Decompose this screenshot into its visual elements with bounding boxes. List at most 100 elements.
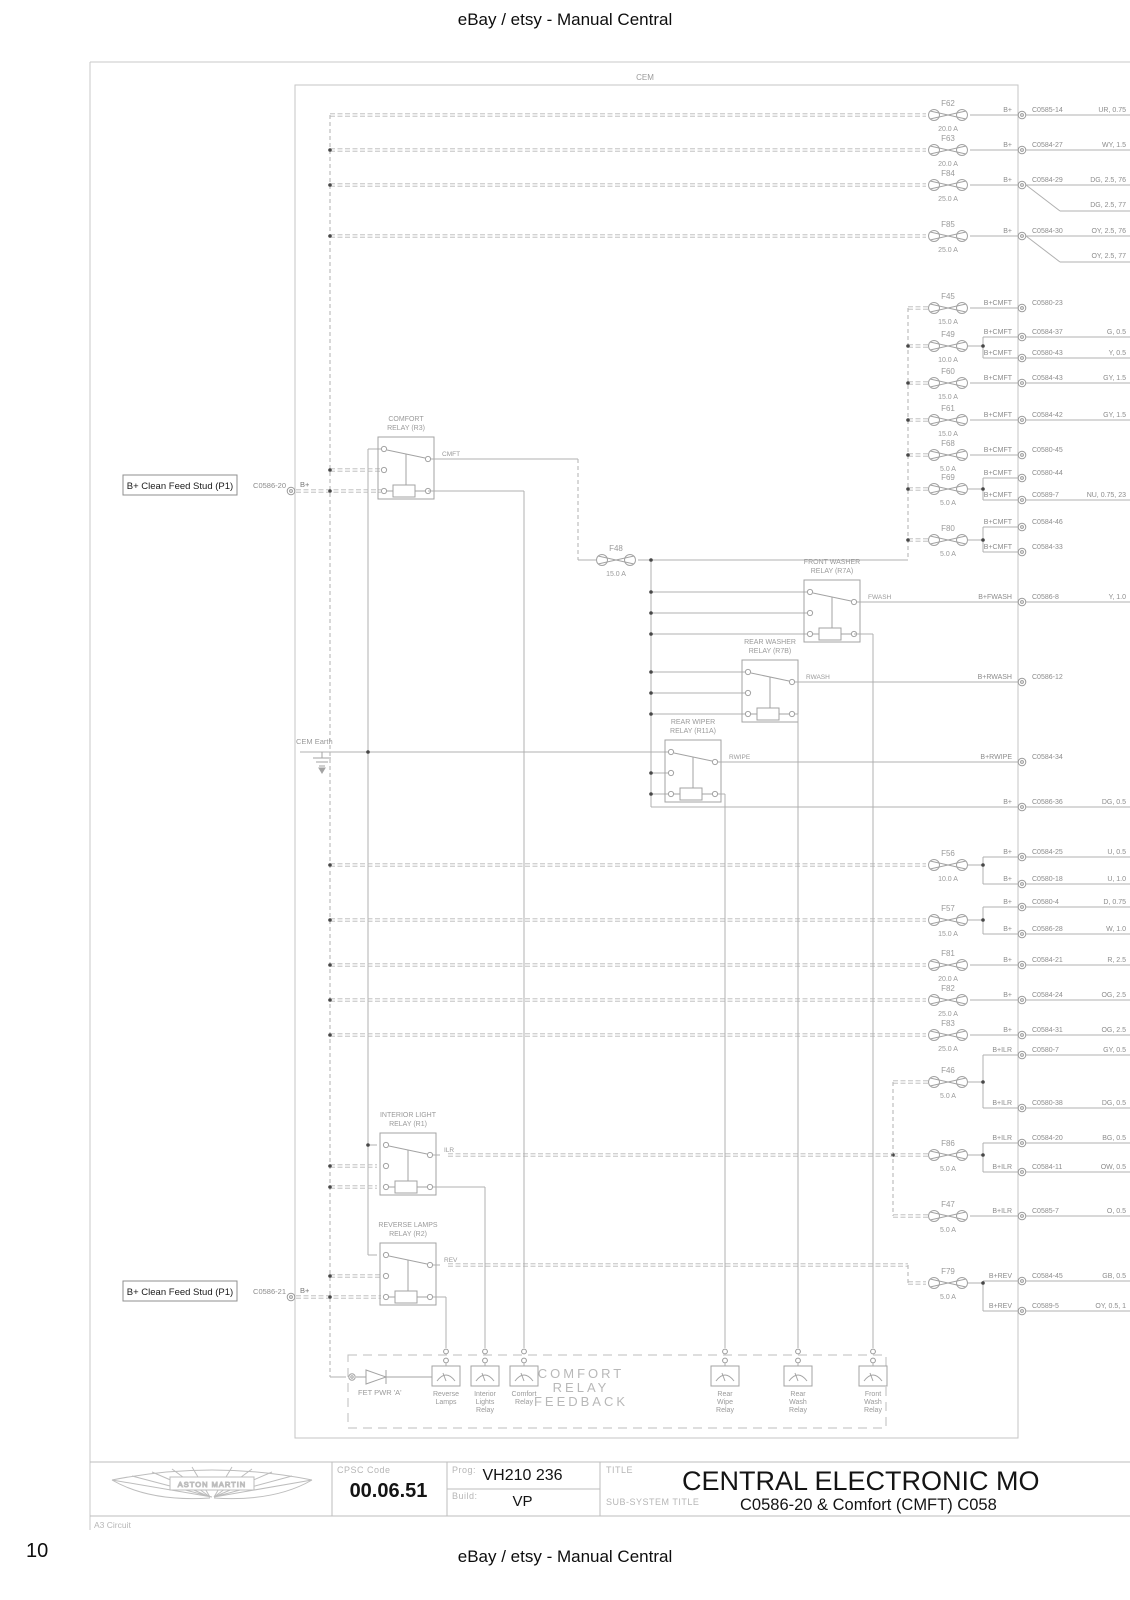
relay-output-label: FWASH <box>868 594 892 601</box>
fuse-name: F84 <box>941 169 955 178</box>
connector-icon <box>1017 450 1027 460</box>
gauge-icon <box>442 1372 447 1382</box>
connector-icon <box>1017 303 1027 313</box>
feed-terminal-label: B+ <box>300 1286 310 1295</box>
fuse-icon <box>929 995 967 1005</box>
feedback-box-label: Comfort <box>512 1391 537 1398</box>
junction-dot <box>328 234 332 238</box>
feedback-box-label: Lights <box>476 1399 495 1406</box>
connector-icon <box>1020 418 1024 422</box>
connector-icon <box>1020 498 1024 502</box>
connector-icon <box>1017 960 1027 970</box>
relay-pin <box>806 609 814 617</box>
wire-spec: OY, 2.5, 77 <box>1091 253 1126 260</box>
junction-dot <box>981 538 985 542</box>
drawing-title: CENTRAL ELECTRONIC MO <box>682 1466 1040 1496</box>
relay-title: REVERSE LAMPS <box>378 1222 437 1229</box>
connector-code: C0586-36 <box>1032 799 1063 806</box>
signal-label: B+ILR <box>992 1208 1012 1215</box>
fuse-rating: 5.0 A <box>940 1093 956 1100</box>
cem-label: CEM <box>636 73 654 82</box>
wire-spec: NU, 0.75, 23 <box>1087 492 1126 499</box>
connector-code: C0580-45 <box>1032 447 1063 454</box>
relay-pin <box>806 630 814 638</box>
connector-icon <box>1017 1030 1027 1040</box>
wire-spec: UR, 0.75 <box>1098 107 1126 114</box>
gauge-icon <box>869 1372 874 1382</box>
signal-label: B+ILR <box>992 1100 1012 1107</box>
fuse-rating: 5.0 A <box>940 1166 956 1173</box>
sheet-size-label: A3 Circuit <box>94 1520 131 1530</box>
connector-code: C0585-14 <box>1032 107 1063 114</box>
connector-icon <box>1017 110 1027 120</box>
wire-spec: G, 0.5 <box>1107 329 1126 336</box>
junction-dot <box>328 1185 332 1189</box>
junction-dot <box>649 712 653 716</box>
connector-icon <box>1020 306 1024 310</box>
feed-entry-1: B+ Clean Feed Stud (P1) C0586-20 B+ <box>122 474 310 496</box>
signal-label: B+REV <box>989 1273 1012 1280</box>
junction-dot <box>649 670 653 674</box>
relay-title: RELAY (R1) <box>389 1121 427 1128</box>
junction-dot <box>906 344 910 348</box>
feed-entry-2: B+ Clean Feed Stud (P1) C0586-21 B+ <box>122 1280 310 1302</box>
feedback-box-label: Relay <box>476 1407 494 1414</box>
connector-code: C0580-18 <box>1032 876 1063 883</box>
connector-code: C0584-24 <box>1032 992 1063 999</box>
relay-box <box>379 1242 437 1306</box>
relay-pin <box>850 598 858 606</box>
connector-icon <box>722 1357 728 1364</box>
feedback-relay-box <box>509 1365 539 1387</box>
connector-icon <box>1017 902 1027 912</box>
relay-coil <box>394 1180 418 1194</box>
fuse-name: F63 <box>941 134 955 143</box>
relay-pin <box>667 748 675 756</box>
signal-label: B+ <box>1003 228 1012 235</box>
fuse-icon <box>929 231 967 241</box>
wire-spec: DG, 2.5, 77 <box>1090 202 1126 209</box>
feedback-box-label: Wash <box>789 1399 807 1406</box>
fuse-icon <box>929 915 967 925</box>
signal-label: B+RWASH <box>978 674 1012 681</box>
relay-box <box>377 436 435 500</box>
gauge-icon <box>715 1374 735 1382</box>
junction-dot <box>328 183 332 187</box>
feedback-box-label: Lamps <box>435 1399 457 1406</box>
fuse-name: F48 <box>609 544 623 553</box>
relay-coil <box>818 627 842 641</box>
connector-icon <box>1017 547 1027 557</box>
connector-icon <box>1017 495 1027 505</box>
relay-pin <box>380 445 388 453</box>
fuse-icon <box>929 110 967 120</box>
connector-icon <box>1020 882 1024 886</box>
fuse-name: F69 <box>941 473 955 482</box>
fuse-rating: 25.0 A <box>938 1011 958 1018</box>
junction-dot <box>649 632 653 636</box>
feedback-box-label: Front <box>865 1391 881 1398</box>
relay-box <box>664 739 722 803</box>
fuse-icon <box>929 535 967 545</box>
connector-code: C0584-29 <box>1032 177 1063 184</box>
feedback-box-label: Rear <box>790 1391 806 1398</box>
wire-spec: DG, 2.5, 76 <box>1090 177 1126 184</box>
signal-label: B+ <box>1003 849 1012 856</box>
fuse-icon <box>929 1150 967 1160</box>
feed-entry-label: B+ Clean Feed Stud (P1) <box>127 481 233 492</box>
fuse-rating: 15.0 A <box>938 431 958 438</box>
comfort-relay-feedback-block: COMFORT RELAY FEEDBACK FET PWR 'A' <box>347 1354 887 1429</box>
junction-dot <box>328 1295 332 1299</box>
feedback-box-label: Relay <box>864 1407 882 1414</box>
connector-icon <box>1017 473 1027 483</box>
diode-icon <box>348 1369 432 1385</box>
relay-coil <box>392 484 416 498</box>
junction-dot <box>328 998 332 1002</box>
wire-spec: OG, 2.5 <box>1101 992 1126 999</box>
junction-dot <box>981 1080 985 1084</box>
relay-box <box>741 659 799 723</box>
fuse-icon <box>929 484 967 494</box>
fuse-name: F62 <box>941 99 955 108</box>
junction-dot <box>328 1274 332 1278</box>
junction-dot <box>328 1033 332 1037</box>
connector-icon <box>1020 680 1024 684</box>
relay-pin <box>426 1151 434 1159</box>
